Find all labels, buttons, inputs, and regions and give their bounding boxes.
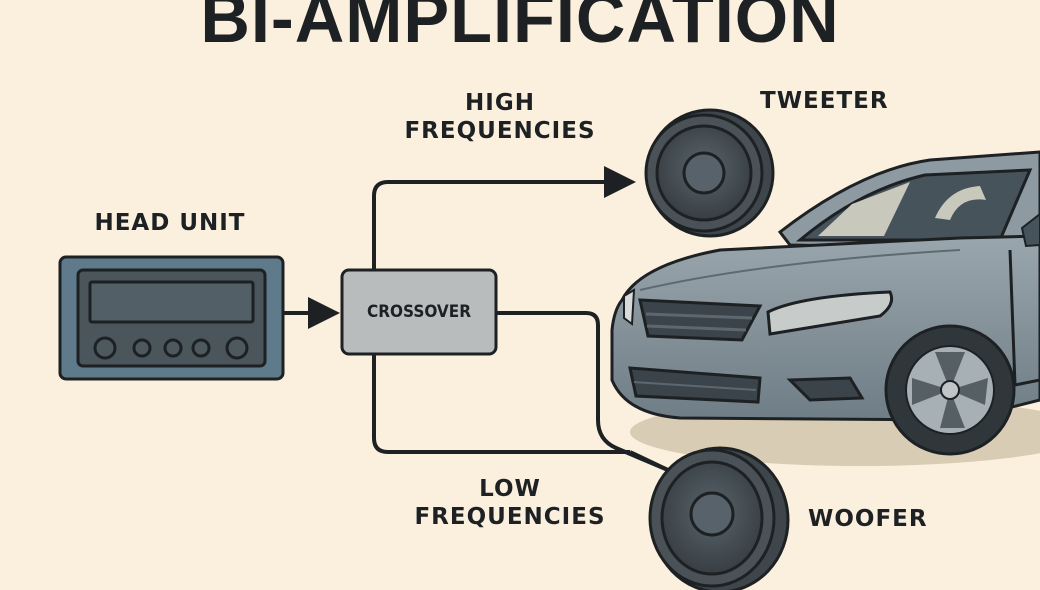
high-frequencies-line2: FREQUENCIES: [404, 117, 596, 144]
wire-high-frequencies: [372, 166, 636, 270]
crossover-box: [340, 268, 498, 356]
diagram-title: BI-AMPLIFICATION: [200, 0, 840, 57]
head-unit-label: HEAD UNIT: [94, 210, 246, 236]
low-frequencies-line1: LOW: [479, 476, 541, 502]
woofer-speaker: [648, 446, 790, 590]
crossover-label: CROSSOVER: [366, 302, 472, 322]
woofer-label: WOOFER: [808, 506, 928, 532]
head-unit-buttons: [93, 336, 249, 360]
low-frequencies-line2: FREQUENCIES: [414, 503, 606, 530]
wire-low-frequencies: [372, 311, 669, 472]
low-frequencies-label: LOW FREQUENCIES: [410, 476, 610, 531]
high-frequencies-line1: HIGH: [465, 90, 535, 116]
tweeter-label: TWEETER: [760, 88, 889, 114]
head-unit: [58, 255, 285, 381]
high-frequencies-label: HIGH FREQUENCIES: [390, 90, 610, 145]
car-illustration: [610, 150, 1040, 466]
tweeter-speaker: [644, 108, 775, 238]
